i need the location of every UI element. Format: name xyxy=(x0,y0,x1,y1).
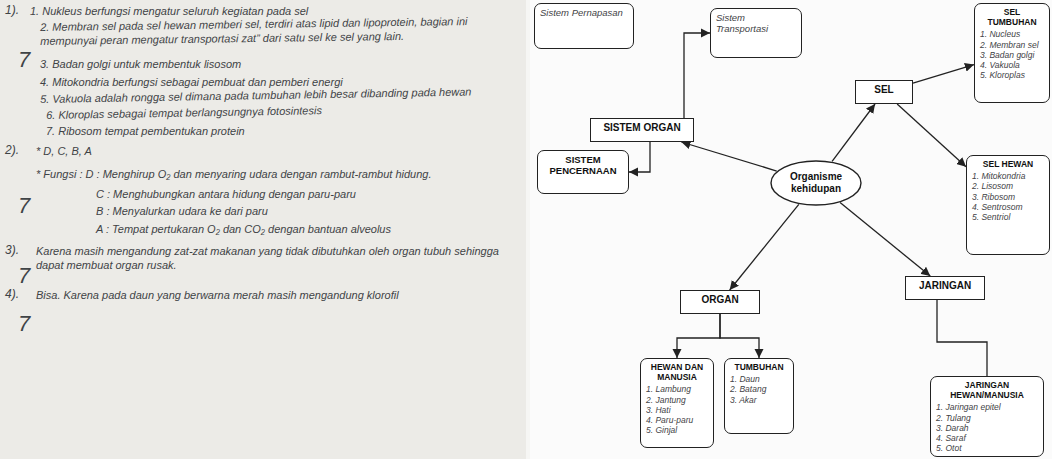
question-number: 1). xyxy=(5,3,19,18)
connector-arrow xyxy=(720,314,759,358)
concept-box: JARINGAN xyxy=(905,276,985,300)
connector-arrow xyxy=(897,104,966,167)
list-box: SEL TUMBUHAN 1. Nucleus2. Membran sel3. B… xyxy=(974,3,1050,103)
list-item: 2. Lisosom xyxy=(972,181,1044,191)
list-item: 4. Paru-paru xyxy=(646,415,708,425)
list-heading: SEL HEWAN xyxy=(972,159,1044,169)
list-heading: HEWAN DAN MANUSIA xyxy=(646,362,708,382)
list-item: 1. Jaringan epitel xyxy=(936,402,1038,412)
list-item: 1. Daun xyxy=(730,374,788,384)
list-item: 4. Vakuola xyxy=(980,60,1044,70)
list-item: 5. Ginjal xyxy=(646,425,708,435)
list-box: JARINGAN HEWAN/MANUSIA 1. Jaringan epitel… xyxy=(930,376,1044,457)
connector-arrow xyxy=(832,104,875,161)
concept-box: ORGAN xyxy=(680,290,760,314)
answer-line: B : Menyalurkan udara ke dari paru xyxy=(96,205,268,219)
list-box: SEL HEWAN 1. Mitokondria2. Lisosom3. Ribo… xyxy=(966,155,1050,255)
connector-arrow xyxy=(937,300,987,376)
list-item: 3. Badan golgi xyxy=(980,50,1044,60)
list-item: 2. Batang xyxy=(730,384,788,394)
connector-arrow xyxy=(840,203,930,276)
concept-box: SEL xyxy=(855,80,913,104)
list-item: 5. Otot xyxy=(936,443,1038,453)
connector-arrow xyxy=(684,33,710,118)
answer-line: * D, C, B, A xyxy=(36,145,92,159)
ellipse-shape xyxy=(771,161,861,205)
node-label: SISTEM PENCERNAAN xyxy=(543,154,623,177)
answer-line: Karena masih mengandung zat-zat makanan … xyxy=(36,245,506,273)
node-label: ORGAN xyxy=(686,294,754,306)
connector-arrow xyxy=(913,65,974,84)
list-item: 5. Kloroplas xyxy=(980,70,1044,80)
connector-arrow xyxy=(681,142,776,171)
node-label: Organisme kehidupan xyxy=(775,171,857,195)
list-item: 4. Sentrosom xyxy=(972,202,1044,212)
list-box: TUMBUHAN 1. Daun2. Batang3. Akar xyxy=(724,358,794,434)
concept-box: SISTEM ORGAN xyxy=(590,118,694,142)
node-label: JARINGAN xyxy=(911,280,979,292)
central-ellipse: Organisme kehidupan xyxy=(770,160,862,206)
answer-line: * Fungsi : D : Menghirup O₂ dan menyarin… xyxy=(36,168,476,182)
concept-box: SISTEM PENCERNAAN xyxy=(537,150,629,194)
list-item: 1. Mitokondria xyxy=(972,171,1044,181)
list-item: 1. Nucleus xyxy=(980,29,1044,39)
list-item: 2. Jantung xyxy=(646,395,708,405)
list-item: 2. Membran sel xyxy=(980,40,1044,50)
list-item: 1. Lambung xyxy=(646,384,708,394)
list-heading: SEL TUMBUHAN xyxy=(980,7,1044,27)
answer-line: 7. Ribosom tempat pembentukan protein xyxy=(46,125,245,139)
answer-line: C : Menghubungkan antara hidung dengan p… xyxy=(96,188,356,202)
node-label: SISTEM ORGAN xyxy=(596,122,688,134)
list-item: 3. Hati xyxy=(646,405,708,415)
answer-line: Bisa. Karena pada daun yang berwarna mer… xyxy=(36,289,399,303)
question-number: 2). xyxy=(5,143,19,158)
list-item: 3. Darah xyxy=(936,423,1038,433)
answer-line: 3. Badan golgi untuk membentuk lisosom xyxy=(40,58,241,72)
question-number: 4). xyxy=(5,287,19,302)
score-mark: 7 xyxy=(18,192,30,220)
score-mark: 7 xyxy=(18,262,30,290)
score-mark: 7 xyxy=(18,46,30,74)
answer-line: A : Tempat pertukaran O₂ dan CO₂ dengan … xyxy=(96,223,391,237)
list-item: 2. Tulang xyxy=(936,413,1038,423)
node-label: Sistem Transportasi xyxy=(716,12,796,35)
concept-box: Sistem Pernapasan xyxy=(534,3,634,49)
node-label: SEL xyxy=(861,84,907,96)
list-heading: TUMBUHAN xyxy=(730,362,788,372)
answer-line: 1. Nukleus berfungsi mengatur seluruh ke… xyxy=(30,5,308,19)
score-mark: 7 xyxy=(18,310,30,338)
node-label: Sistem Pernapasan xyxy=(540,7,628,18)
concept-box: Sistem Transportasi xyxy=(710,8,802,58)
list-box: HEWAN DAN MANUSIA 1. Lambung2. Jantung3. … xyxy=(640,358,714,448)
list-heading: JARINGAN HEWAN/MANUSIA xyxy=(936,380,1038,400)
connector-arrow xyxy=(677,314,720,358)
connector-arrow xyxy=(730,204,799,290)
connector-arrow xyxy=(629,142,650,172)
question-number: 3). xyxy=(5,243,19,258)
list-item: 3. Akar xyxy=(730,395,788,405)
list-item: 5. Sentriol xyxy=(972,212,1044,222)
list-item: 3. Ribosom xyxy=(972,192,1044,202)
list-item: 4. Saraf xyxy=(936,433,1038,443)
